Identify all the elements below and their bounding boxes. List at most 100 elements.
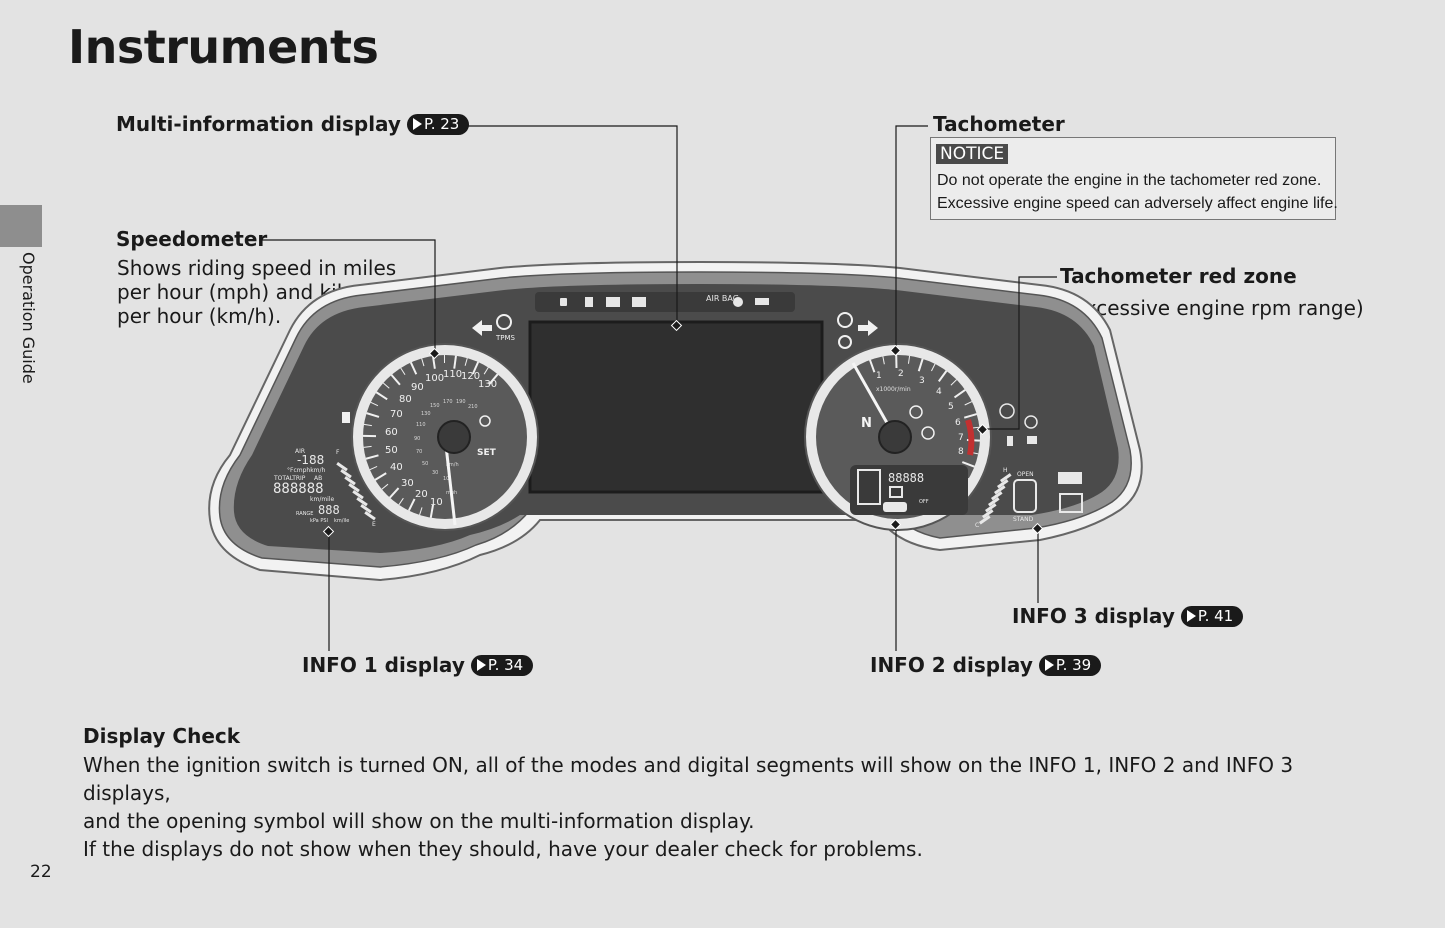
gauge-bar bbox=[348, 483, 360, 493]
gauge-bar bbox=[979, 515, 991, 525]
temperature-icon bbox=[606, 297, 620, 307]
arrow-right-icon bbox=[476, 659, 486, 671]
gauge-tick bbox=[382, 382, 390, 389]
gauge-tick bbox=[421, 358, 425, 367]
gauge-tick bbox=[964, 401, 973, 406]
svg-text:210: 210 bbox=[468, 404, 478, 410]
page-reference-badge[interactable]: P. 23 bbox=[406, 114, 470, 135]
oil-icon bbox=[755, 298, 769, 305]
page-number: 22 bbox=[30, 862, 52, 882]
callout-speedometer: Speedometer bbox=[116, 227, 268, 251]
svg-text:70: 70 bbox=[416, 449, 422, 455]
gauge-bar bbox=[352, 489, 364, 500]
svg-text:80: 80 bbox=[399, 394, 412, 405]
callout-label: Multi-information display bbox=[116, 112, 401, 136]
svg-text:190: 190 bbox=[456, 399, 466, 405]
svg-text:130: 130 bbox=[478, 379, 497, 390]
gauge-bar bbox=[997, 479, 1009, 489]
gauge-tick bbox=[400, 367, 406, 375]
gauge-tick bbox=[407, 498, 416, 512]
seat-heater-icon bbox=[1013, 479, 1037, 513]
svg-text:110: 110 bbox=[443, 369, 462, 380]
svg-text:km/mile: km/mile bbox=[310, 496, 335, 503]
lock-icon bbox=[560, 298, 567, 306]
red-zone-description: (excessive engine rpm range) bbox=[1065, 296, 1364, 320]
svg-text:50: 50 bbox=[422, 461, 428, 467]
gauge-tick bbox=[398, 497, 404, 506]
info2-off-label: OFF bbox=[919, 499, 929, 505]
gauge-bar bbox=[364, 511, 376, 521]
fog-light-icon bbox=[1027, 436, 1037, 444]
grip-heater-icon bbox=[1058, 472, 1082, 484]
gauge-tick bbox=[963, 413, 978, 419]
svg-text:8: 8 bbox=[958, 447, 964, 457]
gauge-tick bbox=[409, 362, 418, 375]
svg-text:888888: 888888 bbox=[273, 481, 324, 497]
cruise-set-label: SET bbox=[477, 448, 497, 458]
svg-text:2: 2 bbox=[898, 369, 904, 379]
info2-gear-segment bbox=[857, 469, 881, 505]
gauge-bar bbox=[991, 491, 1003, 501]
page-reference-badge[interactable]: P. 41 bbox=[1180, 606, 1244, 627]
speedometer-inner-numbers: 170 190 210 150 130 110 90 70 50 30 10 k… bbox=[414, 399, 478, 496]
gear-indicator: N bbox=[861, 416, 872, 431]
tachometer-red-zone bbox=[965, 419, 975, 456]
gauge-tick bbox=[363, 445, 372, 448]
gauge-bar bbox=[356, 497, 368, 507]
gauge-tick bbox=[389, 487, 400, 499]
gauge-tick bbox=[488, 373, 499, 385]
gauge-bar bbox=[994, 485, 1006, 495]
svg-text:10: 10 bbox=[443, 476, 449, 482]
fuel-icon bbox=[342, 412, 350, 423]
svg-text:kPa PSI: kPa PSI bbox=[310, 518, 328, 524]
notice-tag: NOTICE bbox=[936, 144, 1009, 164]
speedometer-numbers: 100 110 120 130 90 80 70 60 50 40 30 20 … bbox=[385, 369, 497, 508]
auto-mode-icon bbox=[921, 426, 935, 440]
speedometer-ticks bbox=[362, 354, 499, 518]
gauge-tick bbox=[931, 363, 936, 372]
page-reference-badge[interactable]: P. 39 bbox=[1038, 655, 1102, 676]
section-tab-marker bbox=[0, 205, 42, 247]
svg-text:20: 20 bbox=[415, 489, 428, 500]
gauge-bar bbox=[1000, 473, 1012, 483]
svg-text:RANGE: RANGE bbox=[296, 511, 313, 517]
abs-icon bbox=[838, 335, 852, 349]
notice-text: Do not operate the engine in the tachome… bbox=[937, 172, 1338, 212]
gauge-tick bbox=[907, 355, 911, 364]
svg-text:150: 150 bbox=[430, 403, 440, 409]
warning-icon bbox=[585, 297, 593, 307]
gauge-bar bbox=[985, 503, 997, 513]
svg-text:110: 110 bbox=[416, 422, 426, 428]
gauge-tick bbox=[953, 389, 966, 399]
gauge-tick bbox=[917, 358, 924, 372]
tachometer-hub bbox=[878, 420, 912, 454]
gauge-tick bbox=[365, 454, 379, 460]
engine-icon bbox=[733, 297, 743, 307]
gauge-tick bbox=[961, 461, 975, 468]
tpms-label: TPMS bbox=[495, 334, 516, 342]
display-check-body: When the ignition switch is turned ON, a… bbox=[83, 753, 1294, 861]
svg-text:7: 7 bbox=[958, 433, 964, 443]
gauge-tick bbox=[363, 423, 372, 427]
info2-segments: 88888 bbox=[888, 471, 924, 485]
gauge-tick bbox=[429, 504, 435, 518]
gauge-tick bbox=[369, 466, 378, 471]
gauge-tick bbox=[375, 391, 388, 401]
gauge-tick bbox=[366, 412, 380, 418]
airbag-label: AIR BAG bbox=[706, 294, 739, 303]
gauge-tick bbox=[937, 370, 948, 382]
gauge-tick bbox=[381, 483, 389, 490]
gauge-tick bbox=[419, 507, 423, 516]
page-reference-badge[interactable]: P. 34 bbox=[470, 655, 534, 676]
page-title: Instruments bbox=[68, 20, 379, 74]
gauge-tick bbox=[471, 361, 480, 375]
svg-text:70: 70 bbox=[390, 409, 403, 420]
gauge-tick bbox=[869, 359, 876, 373]
svg-text:5: 5 bbox=[948, 402, 954, 412]
gauge-bar bbox=[340, 469, 352, 479]
svg-text:F: F bbox=[336, 449, 340, 456]
svg-text:km/ile: km/ile bbox=[334, 518, 349, 524]
vehicle-icon bbox=[883, 502, 907, 512]
svg-text:30: 30 bbox=[432, 470, 438, 476]
